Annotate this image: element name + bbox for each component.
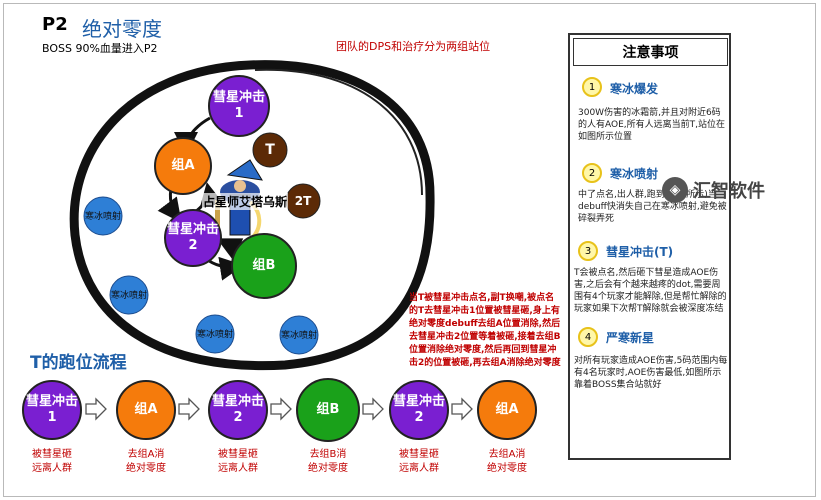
group-b-label: 组B bbox=[252, 258, 276, 274]
watermark: ◈ 汇智软件 bbox=[662, 177, 765, 203]
flow-title: T的跑位流程 bbox=[30, 353, 127, 373]
phase-name: 绝对零度 bbox=[82, 17, 162, 41]
section-3-title: 彗星冲击(T) bbox=[606, 245, 674, 259]
flow-caption-4: 去组B消绝对零度 bbox=[308, 449, 348, 474]
comet-impact-2 bbox=[164, 209, 222, 267]
section-4-body: 对所有玩家造成AOE伤害,5码范围内每有4名玩家时,AOE伤害最低,如图所示靠着… bbox=[574, 356, 728, 390]
group-note: 团队的DPS和治疗分为两组站位 bbox=[336, 40, 491, 53]
section-3-number: 3 bbox=[578, 241, 598, 261]
flow-row bbox=[22, 378, 537, 442]
flow-step-6: 组A bbox=[495, 402, 519, 418]
ice-spray-4 bbox=[279, 315, 319, 355]
ice-spray-2 bbox=[109, 275, 149, 315]
section-1-title: 寒冰爆发 bbox=[610, 82, 659, 96]
ice-spray-label-4: 寒冰喷射 bbox=[280, 330, 317, 341]
section-4-number: 4 bbox=[578, 327, 598, 347]
arena-boundary bbox=[69, 60, 435, 371]
ice-spray-label-3: 寒冰喷射 bbox=[196, 329, 233, 340]
section-2-body: 中了点名,出人群,跑到(如图所示)当debuff快消失自己在寒冰喷射,避免被碎裂… bbox=[578, 190, 727, 224]
comet-impact-1 bbox=[208, 75, 270, 137]
offtank-label: 2T bbox=[294, 193, 312, 208]
notes-panel: 注意事项 1 寒冰爆发 300W伤害的冰霜箭,并且对附近6码的人有AOE,所有人… bbox=[568, 33, 731, 460]
group-b-marker bbox=[231, 233, 297, 299]
flow-caption-1: 被彗星砸远离人群 bbox=[32, 449, 72, 474]
flow-caption-6: 去组A消绝对零度 bbox=[487, 449, 527, 474]
tank-rotation-note: 当T被彗星冲击点名,副T换嘲,被点名的T去彗星冲击1位置被彗星砸,身上有绝对零度… bbox=[409, 293, 561, 368]
outer-frame bbox=[3, 3, 816, 497]
ice-spray-label-2: 寒冰喷射 bbox=[110, 290, 147, 301]
flow-caption-5: 被彗星砸远离人群 bbox=[399, 449, 439, 474]
watermark-logo-icon: ◈ bbox=[662, 177, 688, 203]
section-2-title: 寒冰喷射 bbox=[610, 167, 659, 181]
section-4-title: 严寒新星 bbox=[606, 331, 655, 345]
notes-panel-title: 注意事项 bbox=[573, 38, 728, 66]
flow-caption-3: 被彗星砸远离人群 bbox=[218, 449, 258, 474]
flow-step-2: 组A bbox=[134, 402, 158, 418]
flow-step-4: 组B bbox=[316, 402, 340, 418]
phase-label: P2 bbox=[42, 14, 68, 35]
section-3-body: T会被点名,然后砸下彗星造成AOE伤害,之后会有个越来越疼的dot,需要周围有4… bbox=[574, 268, 727, 314]
ice-spray-1 bbox=[83, 196, 123, 236]
group-a-label: 组A bbox=[171, 158, 195, 174]
flow-arrows bbox=[85, 397, 473, 421]
section-2-number: 2 bbox=[582, 163, 602, 183]
tank-marker bbox=[252, 132, 288, 168]
ice-spray-3 bbox=[195, 314, 235, 354]
phase-subtitle: BOSS 90%血量进入P2 bbox=[42, 42, 158, 55]
ice-spray-label-1: 寒冰喷射 bbox=[84, 211, 121, 222]
section-1-number: 1 bbox=[582, 77, 602, 97]
boss-name-label: 占星师艾塔乌斯 bbox=[202, 193, 289, 210]
comet-1-label: 彗星冲击 1 bbox=[212, 90, 265, 121]
flow-caption-2: 去组A消绝对零度 bbox=[126, 449, 166, 474]
group-a-marker bbox=[154, 137, 212, 195]
comet-2-label: 彗星冲击 2 bbox=[166, 222, 219, 253]
tank-label: T bbox=[265, 141, 275, 158]
section-1-body: 300W伤害的冰霜箭,并且对附近6码的人有AOE,所有人远离当前T,站位在如图所… bbox=[578, 108, 725, 142]
